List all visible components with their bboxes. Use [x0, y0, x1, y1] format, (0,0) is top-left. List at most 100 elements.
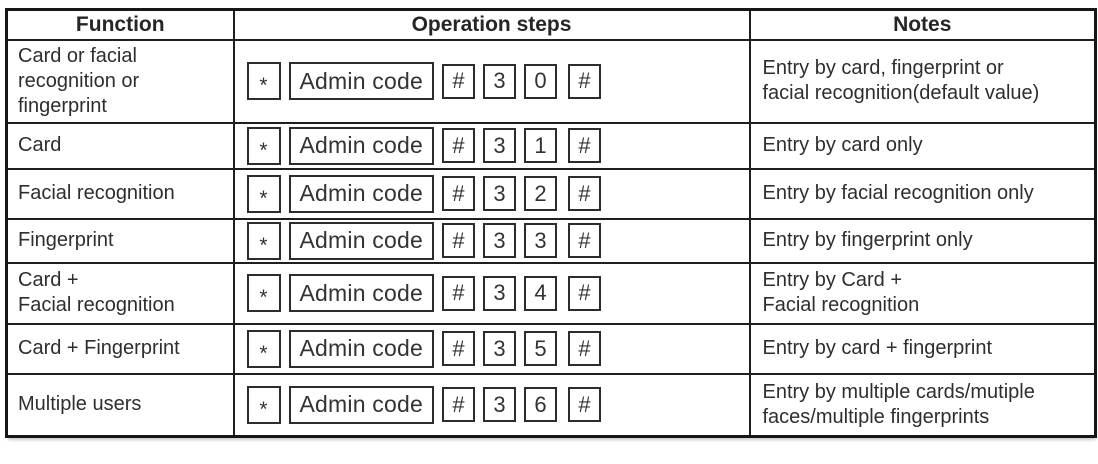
notes-cell: Entry by card only — [748, 121, 1097, 170]
notes-cell: Entry by fingerprint only — [748, 217, 1097, 264]
table-body: Card or facial recognition or fingerprin… — [5, 38, 1097, 438]
key-hash: # — [441, 387, 475, 423]
asterisk-glyph: * — [259, 341, 268, 365]
function-label: Fingerprint — [18, 229, 114, 251]
table-header: Function Operation steps Notes — [5, 8, 1097, 41]
col-header-notes: Notes — [748, 8, 1097, 41]
asterisk-glyph: * — [259, 186, 268, 210]
asterisk-glyph: * — [259, 138, 268, 162]
notes-cell: Entry by facial recognition only — [748, 167, 1097, 220]
notes-cell: Entry by card + fingerprint — [748, 322, 1097, 375]
key-hash: # — [567, 275, 601, 311]
key-digit: 3 — [482, 387, 516, 423]
key-digit: 3 — [482, 331, 516, 366]
function-cell: Card or facial recognition or fingerprin… — [5, 38, 235, 124]
key-digit: 3 — [482, 275, 516, 311]
table-row: Card or facial recognition or fingerprin… — [5, 38, 1097, 124]
key-digit: 2 — [523, 176, 557, 211]
key-admin-code: Admin code — [288, 329, 434, 368]
key-hash: # — [441, 128, 475, 163]
manual-page: Function Operation steps Notes Card or f… — [5, 8, 1097, 438]
key-admin-code: Admin code — [288, 221, 434, 260]
key-admin-code: Admin code — [288, 174, 434, 213]
header-row: Function Operation steps Notes — [5, 8, 1097, 41]
key-digit: 1 — [523, 128, 557, 163]
function-settings-table: Function Operation steps Notes Card or f… — [5, 8, 1097, 438]
key-hash: # — [567, 63, 601, 99]
key-digit: 0 — [523, 63, 557, 99]
note-label: Entry by facial recognition only — [762, 182, 1034, 204]
note-label: Entry by multiple cards/mutiple faces/mu… — [762, 380, 1035, 428]
function-label: Facial recognition — [18, 182, 175, 204]
function-cell: Card + Fingerprint — [5, 322, 235, 375]
key-star: * — [246, 126, 281, 165]
note-label: Entry by card, fingerprint or facial rec… — [762, 57, 1040, 104]
key-admin-code: Admin code — [288, 385, 434, 424]
key-star: * — [246, 385, 281, 424]
key-star: * — [246, 174, 281, 213]
key-star: * — [246, 62, 281, 100]
key-admin-code: Admin code — [288, 62, 434, 100]
asterisk-glyph: * — [259, 74, 268, 97]
function-label: Card — [18, 134, 62, 156]
col-header-operation-steps: Operation steps — [232, 8, 751, 41]
key-digit: 4 — [523, 275, 557, 311]
function-cell: Facial recognition — [5, 167, 235, 220]
function-label: Card or facial recognition or fingerprin… — [18, 44, 140, 117]
function-cell: Card — [5, 121, 235, 170]
key-hash: # — [567, 387, 601, 423]
key-hash: # — [567, 331, 601, 366]
notes-cell: Entry by multiple cards/mutiple faces/mu… — [748, 373, 1097, 438]
key-hash: # — [567, 128, 601, 163]
key-digit: 3 — [482, 128, 516, 163]
key-digit: 6 — [523, 387, 557, 423]
key-digit: 3 — [482, 176, 516, 211]
key-admin-code: Admin code — [288, 126, 434, 165]
key-hash: # — [441, 331, 475, 366]
key-digit: 3 — [482, 63, 516, 99]
key-hash: # — [441, 275, 475, 311]
key-digit: 3 — [523, 223, 557, 258]
function-cell: Card + Facial recognition — [5, 261, 235, 325]
asterisk-glyph: * — [259, 397, 268, 421]
key-star: * — [246, 329, 281, 368]
function-cell: Fingerprint — [5, 217, 235, 264]
key-hash: # — [441, 63, 475, 99]
function-label: Card + Facial recognition — [18, 269, 175, 316]
key-admin-code: Admin code — [288, 274, 434, 312]
function-cell: Multiple users — [5, 373, 235, 438]
key-hash: # — [441, 176, 475, 211]
key-digit: 5 — [523, 331, 557, 366]
key-hash: # — [441, 223, 475, 258]
key-digit: 3 — [482, 223, 516, 258]
note-label: Entry by Card + Facial recognition — [762, 269, 920, 316]
function-label: Multiple users — [18, 393, 142, 416]
key-star: * — [246, 274, 281, 312]
notes-cell: Entry by Card + Facial recognition — [748, 261, 1097, 325]
note-label: Entry by card only — [762, 134, 923, 156]
col-header-function: Function — [5, 8, 235, 41]
key-hash: # — [567, 176, 601, 211]
notes-cell: Entry by card, fingerprint or facial rec… — [748, 38, 1097, 124]
asterisk-glyph: * — [259, 233, 268, 257]
note-label: Entry by fingerprint only — [762, 229, 973, 251]
